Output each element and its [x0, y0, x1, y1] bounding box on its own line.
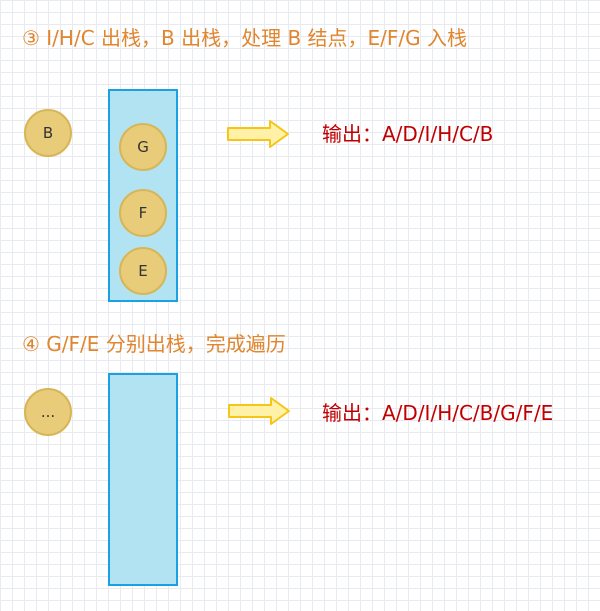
step3-output: 输出：A/D/I/H/C/B [322, 122, 494, 146]
step3-heading: ③ I/H/C 出栈，B 出栈，处理 B 结点，E/F/G 入栈 [22, 26, 468, 50]
step3-right-arrow-icon [227, 120, 289, 148]
step3-stack: G F E [108, 89, 178, 302]
stack-node-f: F [119, 189, 167, 237]
step4-right-arrow-icon [228, 397, 290, 425]
stack-node-g: G [119, 123, 167, 171]
step4-heading: ④ G/F/E 分别出栈，完成遍历 [22, 332, 286, 356]
step4-current-node: ... [24, 388, 72, 436]
step3-current-node: B [24, 109, 72, 157]
step4-stack [108, 373, 178, 586]
stack-node-e: E [119, 247, 167, 295]
step4-output: 输出：A/D/I/H/C/B/G/F/E [322, 401, 554, 425]
